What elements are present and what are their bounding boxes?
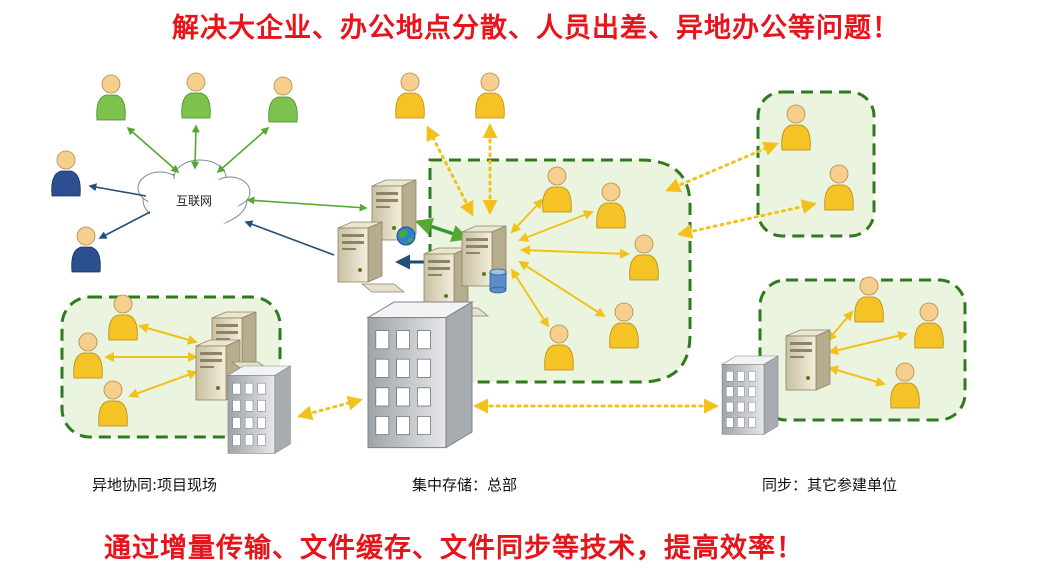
cloud-label: 互联网 — [176, 194, 213, 208]
server-icon — [785, 329, 831, 391]
person-icon — [71, 226, 101, 273]
building-icon — [721, 355, 779, 435]
person-icon — [395, 72, 425, 119]
caption-right-site: 同步：其它参建单位 — [762, 476, 898, 494]
database-icon — [489, 268, 507, 294]
headline-top: 解决大企业、办公地点分散、人员出差、异地办公等问题！ — [172, 13, 900, 44]
sync-dotted-links — [297, 123, 817, 421]
person-icon — [475, 72, 505, 119]
globe-icon — [396, 226, 416, 246]
person-icon — [96, 74, 126, 121]
hq-yellow-links — [510, 198, 630, 328]
building-icon — [367, 301, 473, 449]
person-icon — [268, 76, 298, 123]
blue-links — [88, 183, 335, 256]
left-yellow-links — [104, 323, 198, 398]
right-yellow-links — [826, 310, 908, 387]
person-icon — [51, 150, 81, 197]
server-green-link — [414, 218, 470, 242]
building-icon — [227, 365, 291, 454]
headline-bottom: 通过增量传输、文件缓存、文件同步等技术，提高效率！ — [104, 533, 804, 564]
green-links — [126, 124, 368, 212]
server-icon — [337, 221, 383, 283]
server-icon — [423, 247, 469, 309]
top-right-group-region — [756, 90, 876, 238]
cloud-icon — [137, 159, 251, 231]
caption-headquarters: 集中存储：总部 — [412, 476, 518, 494]
caption-left-site: 异地协同:项目现场 — [92, 476, 218, 494]
person-icon — [181, 72, 211, 119]
